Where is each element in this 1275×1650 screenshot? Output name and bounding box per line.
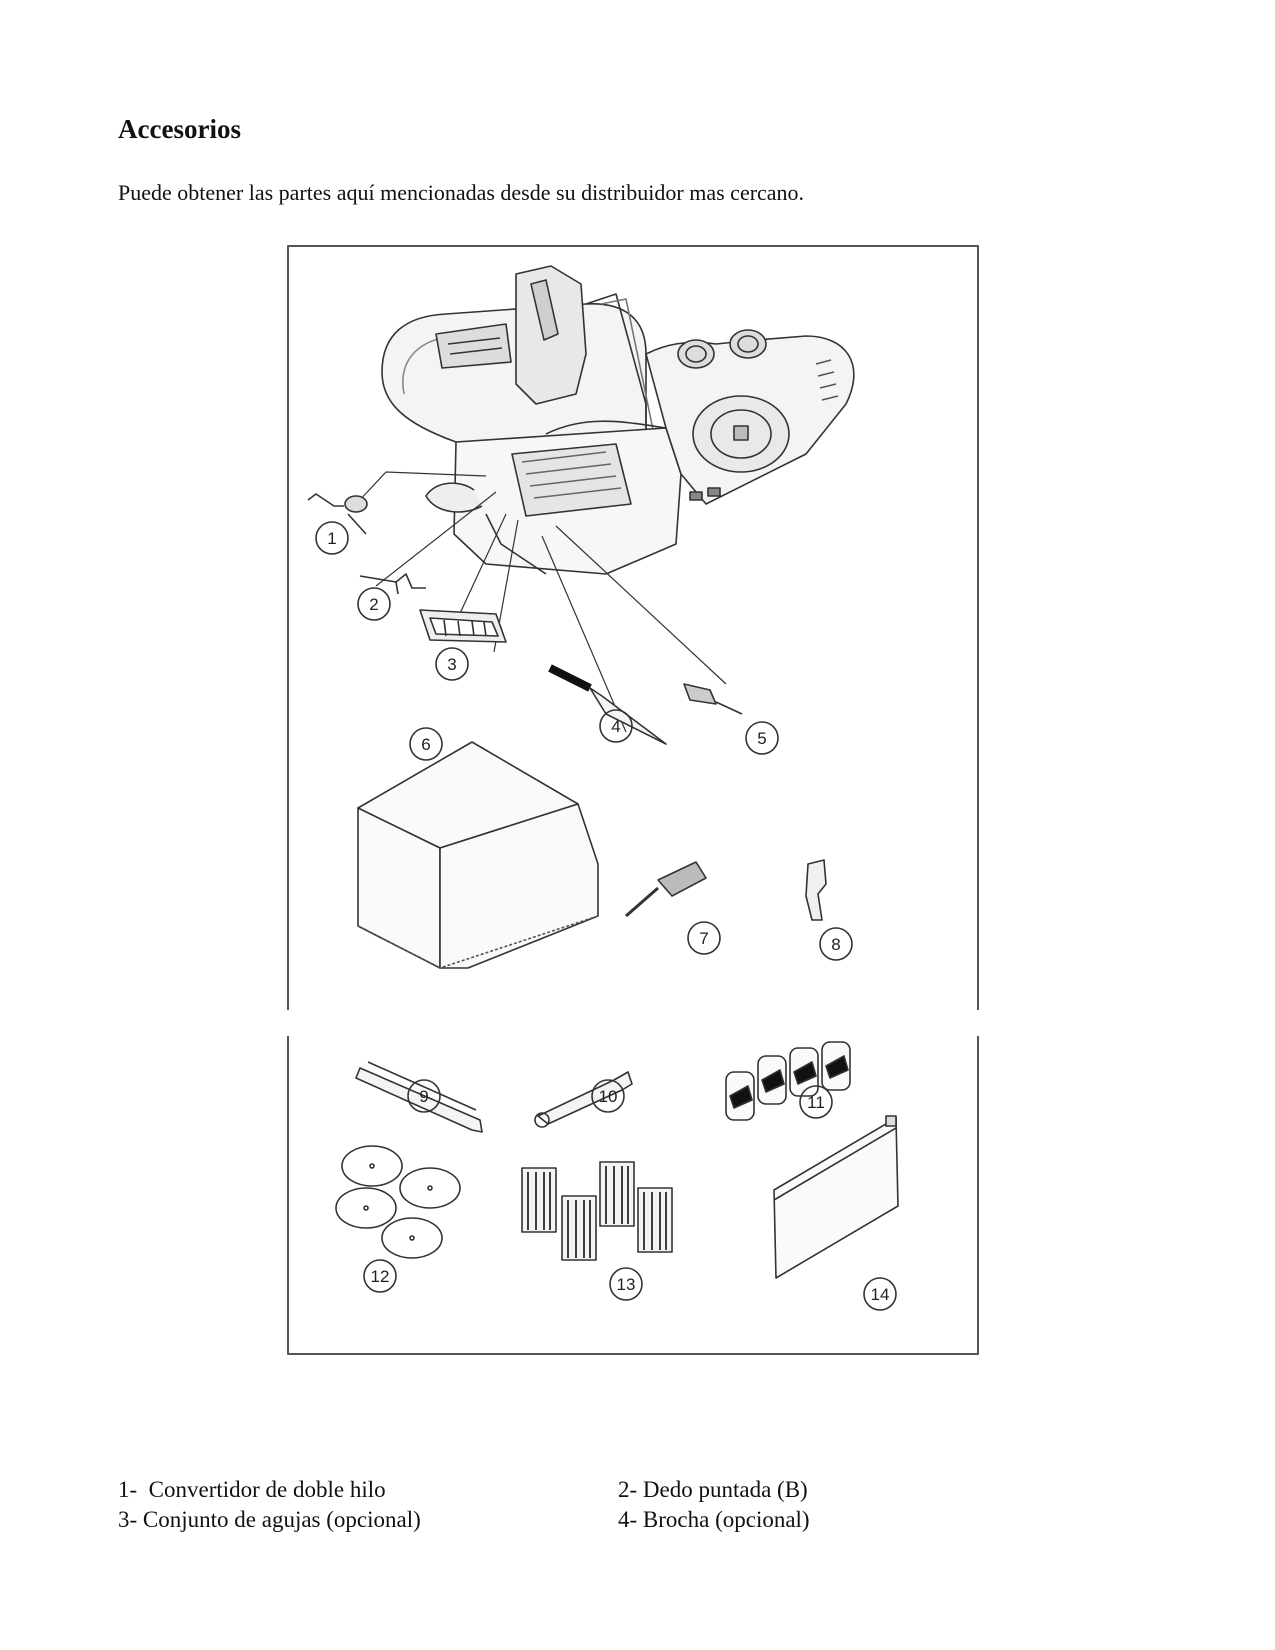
intro-paragraph: Puede obtener las partes aquí mencionada… [118,180,805,205]
svg-text:12: 12 [371,1267,390,1286]
double-thread-converter [307,493,368,535]
svg-text:10: 10 [599,1087,618,1106]
spool-holders [521,1161,673,1261]
small-screwdriver [683,683,743,715]
callout-14: 14 [863,1277,897,1311]
legend-row: 1- Convertidor de doble hilo 2- Dedo pun… [118,1475,1118,1505]
needle-set [419,609,507,643]
svg-text:1: 1 [327,529,336,548]
svg-text:11: 11 [807,1093,825,1112]
tweezers [355,1061,483,1133]
dust-cover [357,741,599,969]
callout-9: 9 [407,1079,441,1113]
callout-8: 8 [819,927,853,961]
brush [548,664,667,745]
svg-text:7: 7 [699,929,708,948]
callout-10: 10 [591,1079,625,1113]
callout-2: 2 [357,587,391,621]
accessory-bag [773,1115,899,1279]
accessories-diagram: 1 2 3 4 5 6 7 8 9 10 11 12 13 14 [286,244,980,1356]
svg-text:8: 8 [831,935,840,954]
spool-cap-discs [335,1145,461,1259]
svg-text:4: 4 [611,717,620,736]
parts-legend: 1- Convertidor de doble hilo 2- Dedo pun… [118,1475,1118,1535]
legend-item-1: 1- Convertidor de doble hilo [118,1477,386,1502]
svg-text:14: 14 [871,1285,890,1304]
callout-7: 7 [687,921,721,955]
presser-foot-part [805,859,827,921]
svg-text:5: 5 [757,729,766,748]
svg-text:13: 13 [617,1275,636,1294]
svg-text:2: 2 [369,595,378,614]
callout-4: 4 [599,709,633,743]
legend-item-2: 2- Dedo puntada (B) [618,1477,808,1502]
overlock-machine [381,265,855,575]
svg-text:3: 3 [447,655,456,674]
svg-text:6: 6 [421,735,430,754]
callout-12: 12 [363,1259,397,1293]
callout-3: 3 [435,647,469,681]
page-title: Accesorios [118,114,241,144]
screwdriver [625,861,707,918]
leader-lines [357,471,727,733]
stitch-finger [359,573,426,595]
callout-1: 1 [315,521,349,555]
svg-text:9: 9 [419,1087,428,1106]
callout-11: 11 [799,1085,833,1119]
legend-item-3: 3- Conjunto de agujas (opcional) [118,1507,421,1532]
legend-row: 3- Conjunto de agujas (opcional) 4- Broc… [118,1505,1118,1535]
thread-nets [725,1041,851,1121]
callout-13: 13 [609,1267,643,1301]
callout-6: 6 [409,727,443,761]
wrench [534,1071,633,1128]
legend-item-4: 4- Brocha (opcional) [618,1507,810,1532]
callout-5: 5 [745,721,779,755]
